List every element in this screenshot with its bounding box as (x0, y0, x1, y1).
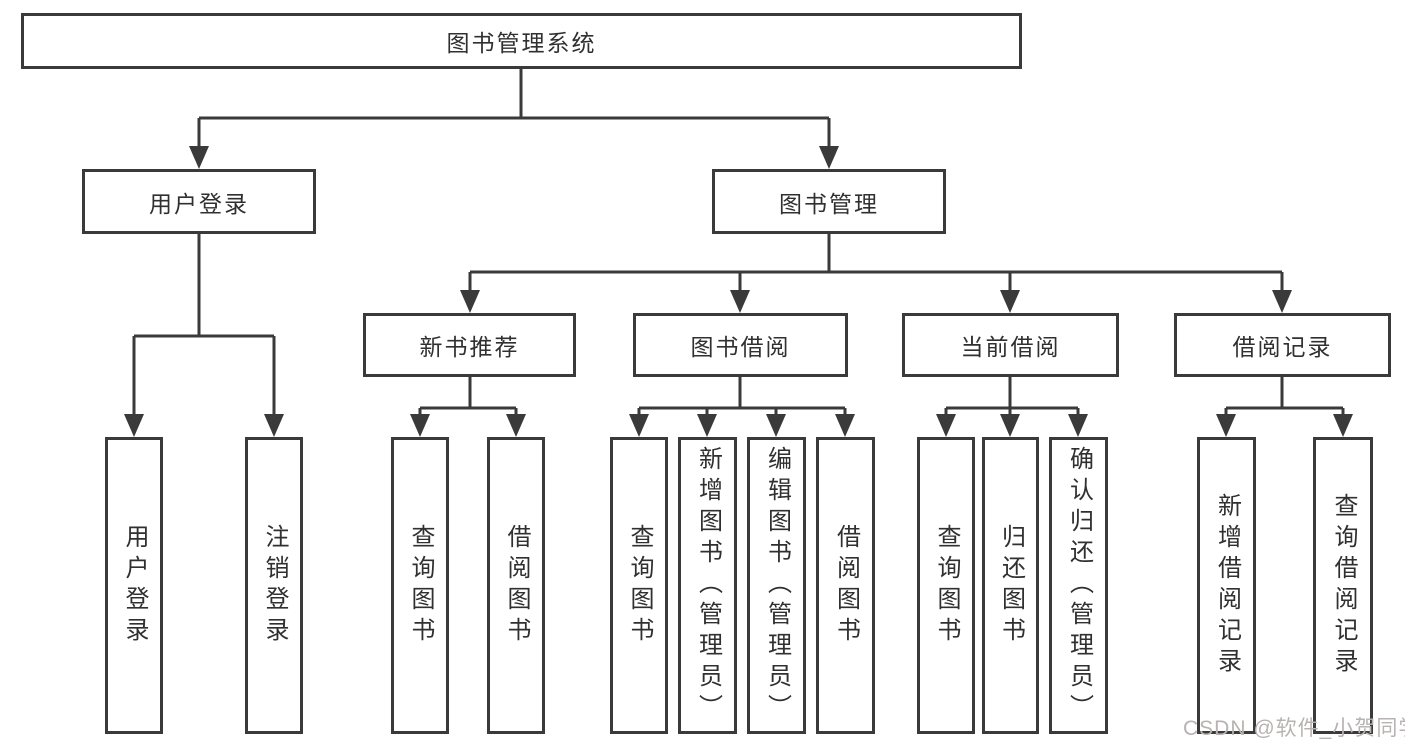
leaf-label: 用户登录 (121, 523, 148, 648)
connector-new-book-children (410, 377, 526, 437)
connector-book-borrow-children (629, 377, 855, 437)
node-borrow-records: 借阅记录 (1174, 313, 1391, 377)
leaf-label: 注销登录 (261, 523, 288, 648)
leaf-user-login: 用户登录 (105, 437, 163, 734)
leaf-label: 新增图书（管理员） (694, 446, 722, 725)
node-user-login-group: 用户登录 (82, 169, 316, 234)
leaf-current-query-books: 查询图书 (917, 437, 975, 734)
leaf-logout: 注销登录 (245, 437, 303, 734)
leaf-add-books-admin: 新增图书（管理员） (678, 437, 737, 734)
leaf-label: 查询图书 (933, 523, 960, 648)
leaf-label: 新增借阅记录 (1213, 492, 1241, 679)
leaf-label: 查询借阅记录 (1330, 492, 1357, 679)
node-current-borrow: 当前借阅 (902, 313, 1119, 377)
leaf-label: 借阅图书 (503, 523, 530, 648)
leaf-label: 归还图书 (997, 523, 1025, 648)
connector-borrow-records-children (1216, 377, 1353, 437)
leaf-label: 查询图书 (626, 523, 653, 648)
node-book-management: 图书管理 (712, 169, 946, 234)
connector-book-mgmt-children (460, 234, 1292, 313)
leaf-borrow-query-books: 查询图书 (610, 437, 668, 734)
leaf-borrow-books: 借阅图书 (816, 437, 875, 734)
leaf-edit-books-admin: 编辑图书（管理员） (747, 437, 806, 734)
node-book-borrow: 图书借阅 (633, 313, 848, 377)
connector-user-login-children (124, 234, 284, 437)
leaf-label: 确认归还（管理员） (1065, 446, 1093, 725)
connector-current-borrow-children (936, 377, 1088, 437)
leaf-label: 查询图书 (407, 523, 434, 648)
leaf-label: 编辑图书（管理员） (763, 446, 791, 725)
node-library-management-system: 图书管理系统 (21, 13, 1022, 69)
leaf-label: 借阅图书 (832, 523, 860, 648)
leaf-return-books: 归还图书 (982, 437, 1039, 734)
csdn-watermark: CSDN @软件_小贺同学 (1183, 717, 1405, 740)
leaf-query-borrow-record: 查询借阅记录 (1313, 437, 1373, 734)
leaf-add-borrow-record: 新增借阅记录 (1197, 437, 1256, 734)
leaf-recommend-query-books: 查询图书 (391, 437, 449, 734)
leaf-confirm-return-admin: 确认归还（管理员） (1049, 437, 1108, 734)
leaf-recommend-borrow-books: 借阅图书 (487, 437, 545, 734)
node-new-book-recommend: 新书推荐 (363, 313, 576, 377)
connector-root-to-level2 (189, 69, 839, 169)
